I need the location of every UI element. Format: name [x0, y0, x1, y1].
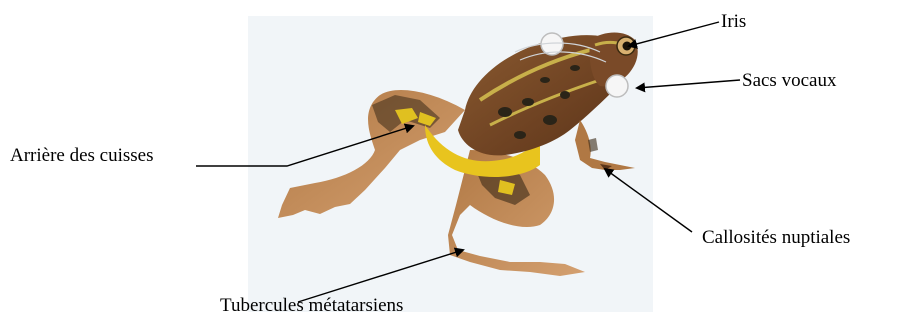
label-iris: Iris — [721, 12, 746, 31]
label-tubercules-metatarsiens: Tubercules métatarsiens — [220, 296, 403, 315]
label-sacs-vocaux: Sacs vocaux — [742, 71, 836, 90]
label-callosites-nuptiales: Callosités nuptiales — [702, 228, 850, 247]
eye — [617, 37, 635, 55]
label-arriere-des-cuisses: Arrière des cuisses — [10, 146, 154, 165]
